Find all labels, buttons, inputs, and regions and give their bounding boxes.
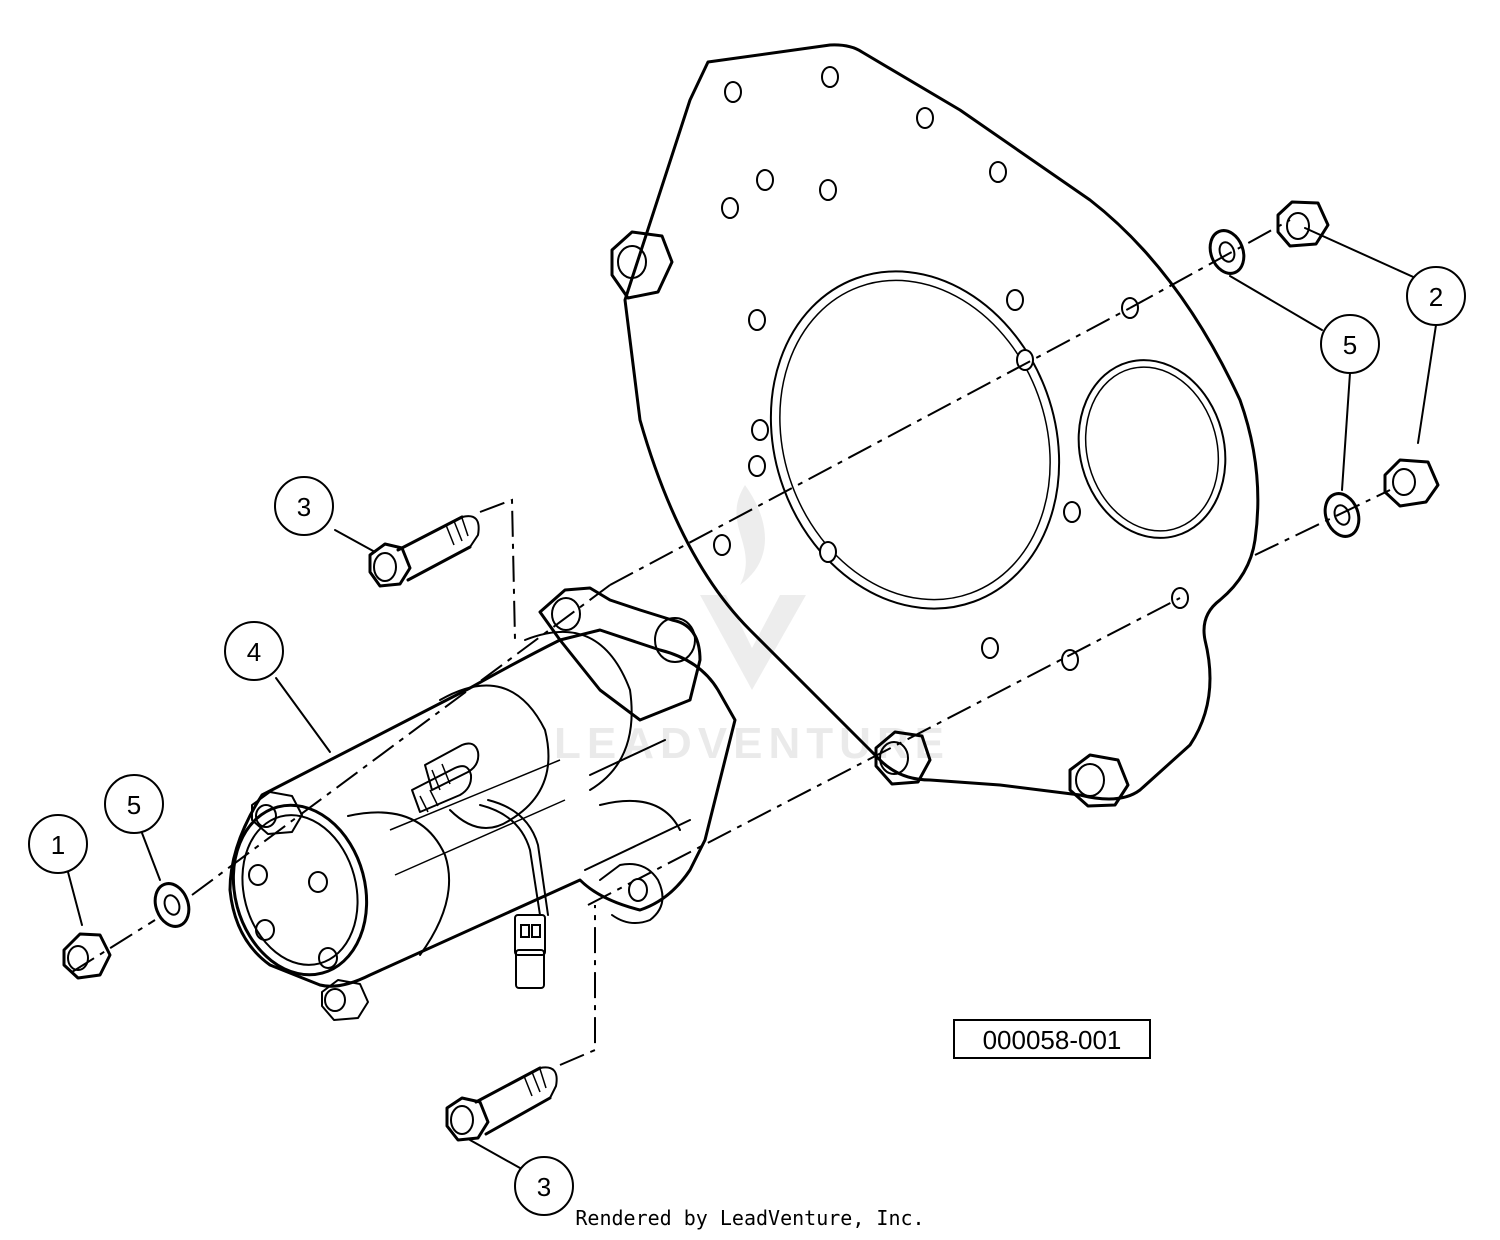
hex-nut-2-right xyxy=(1383,458,1440,508)
leader-lines xyxy=(67,227,1437,1169)
callout-1-label: 1 xyxy=(51,830,65,860)
starter-motor xyxy=(228,586,737,1021)
plate-nut-bottom-right xyxy=(1068,753,1130,808)
plate-nut-left xyxy=(610,230,674,300)
reference-number: 000058-001 xyxy=(983,1025,1122,1055)
callout-5-top: 5 xyxy=(1320,314,1380,374)
terminal-studs xyxy=(411,742,480,813)
callout-4: 4 xyxy=(224,621,284,681)
callout-2: 2 xyxy=(1406,266,1466,326)
through-bolt-top xyxy=(251,791,303,835)
callout-5-left: 5 xyxy=(104,774,164,834)
watermark: LEADVENTURE xyxy=(554,485,950,768)
callout-1: 1 xyxy=(28,814,88,874)
adapter-plate xyxy=(610,43,1260,808)
callout-3-top: 3 xyxy=(274,476,334,536)
plate-nut-bottom-left xyxy=(874,730,932,786)
callout-3-bottom: 3 xyxy=(514,1156,574,1216)
plate-bolt-holes xyxy=(713,66,1189,671)
through-bolt-bottom xyxy=(321,979,369,1021)
callout-5-left-label: 5 xyxy=(127,790,141,820)
callout-4-label: 4 xyxy=(247,637,261,667)
solenoid xyxy=(538,586,702,722)
lock-washer-5-left xyxy=(153,882,191,928)
hex-nut-2-top xyxy=(1276,200,1330,248)
footer-credit: Rendered by LeadVenture, Inc. xyxy=(575,1206,925,1230)
watermark-text: LEADVENTURE xyxy=(554,719,950,768)
lock-washer-5-right xyxy=(1323,492,1361,538)
callout-5-top-label: 5 xyxy=(1343,330,1357,360)
lock-washer-5-top xyxy=(1208,229,1246,275)
callout-3-bottom-label: 3 xyxy=(537,1172,551,1202)
callout-3-top-label: 3 xyxy=(297,492,311,522)
center-lines xyxy=(71,219,1391,1066)
hex-nut-1 xyxy=(62,932,112,980)
reference-number-box: 000058-001 xyxy=(953,1019,1151,1059)
callout-2-label: 2 xyxy=(1429,282,1443,312)
mounting-bolt-bottom xyxy=(445,1066,558,1142)
mounting-bolt-top xyxy=(368,515,480,588)
end-cap-screws xyxy=(248,864,338,969)
mount-ear-lower xyxy=(599,863,664,925)
wire-harness xyxy=(479,799,549,989)
